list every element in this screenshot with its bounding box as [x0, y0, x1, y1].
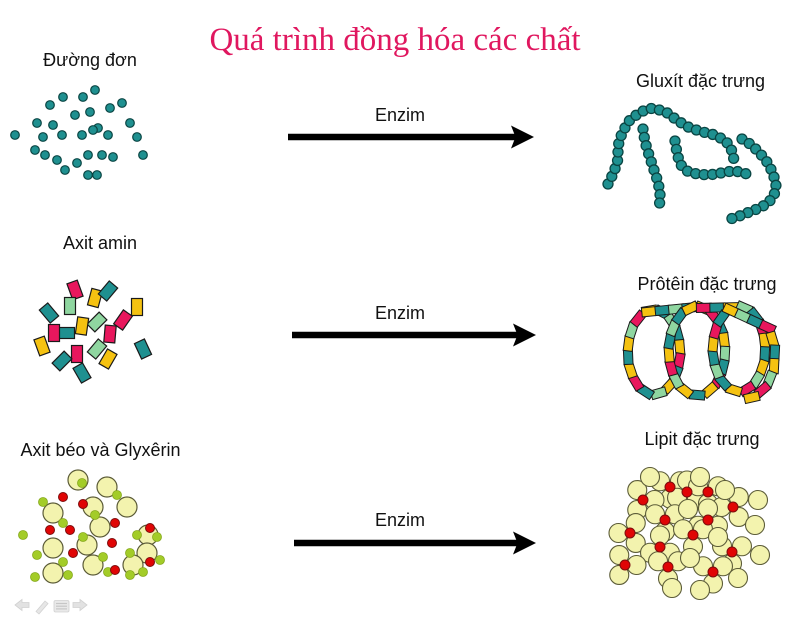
amino-acids [33, 279, 153, 384]
label-glucid-product: Gluxít đặc trưng [635, 71, 766, 91]
slideshow-toolbar [14, 598, 88, 615]
menu-icon[interactable] [53, 600, 70, 613]
lipid-molecules [608, 466, 771, 601]
previous-slide-icon[interactable] [14, 598, 30, 612]
label-enzyme-2: Enzim [374, 303, 425, 323]
label-simple-sugars: Đường đơn [43, 50, 137, 70]
next-slide-icon[interactable] [72, 598, 88, 612]
label-enzyme-1: Enzim [374, 105, 425, 125]
enzyme-arrows [288, 125, 536, 555]
label-fatty-acids-glycerin: Axit béo và Glyxêrin [20, 440, 181, 460]
protein-chain [622, 300, 781, 405]
pen-icon[interactable] [35, 600, 49, 615]
label-enzyme-3: Enzim [374, 510, 425, 530]
page-title: Quá trình đồng hóa các chất [209, 22, 581, 58]
fatty-acid-glycerin [18, 469, 165, 584]
sugar-molecules [10, 85, 148, 180]
label-amino-acids: Axit amin [62, 233, 138, 253]
label-lipid-product: Lipit đặc trưng [644, 429, 760, 449]
label-protein-product: Prôtêin đặc trưng [637, 274, 777, 294]
glucid-chains [602, 102, 782, 225]
